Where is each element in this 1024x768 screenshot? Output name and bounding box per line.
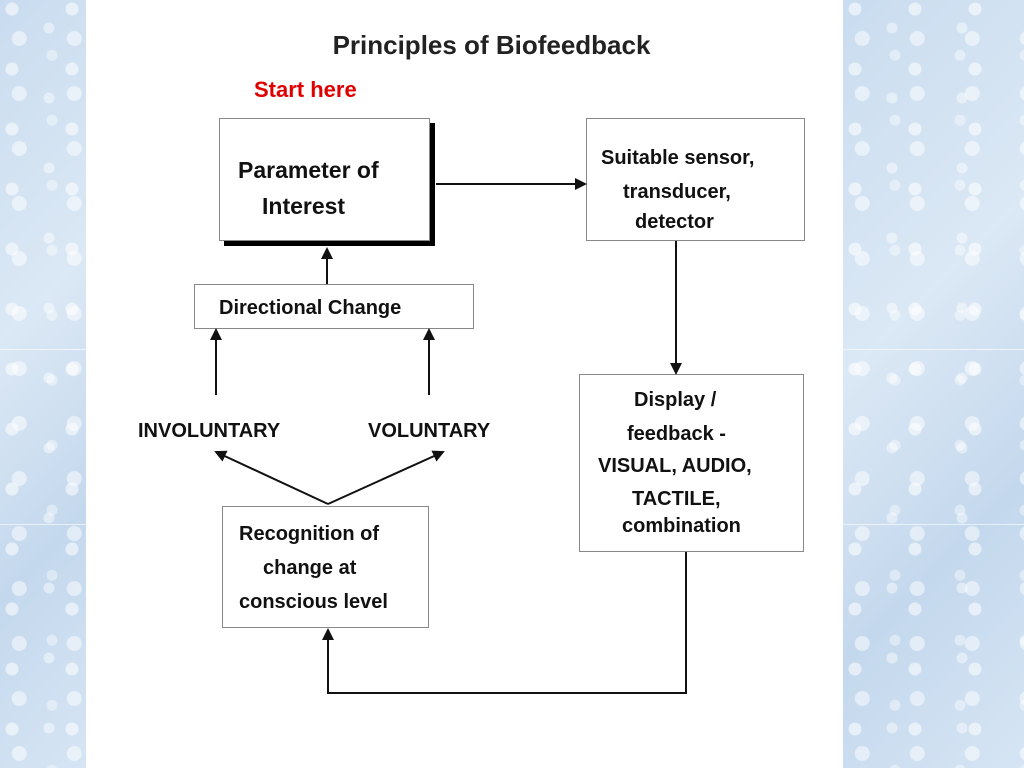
parameter-of-interest-box: Parameter of Interest	[219, 118, 430, 241]
arrow-display-to-recognition	[322, 552, 687, 694]
arrow-recognition-to-voluntary	[327, 450, 445, 505]
node-text: Recognition of	[239, 523, 379, 545]
voluntary-label: VOLUNTARY	[368, 420, 491, 442]
slide-canvas: Principles of Biofeedback Start here Par…	[86, 0, 843, 768]
directional-change-box: Directional Change	[194, 284, 474, 329]
arrow-recognition-to-involuntary	[214, 450, 329, 505]
background-right-panel	[843, 0, 1024, 768]
node-text: change at	[263, 557, 357, 579]
involuntary-label: INVOLUNTARY	[138, 420, 281, 442]
slide-title: Principles of Biofeedback	[332, 30, 651, 60]
node-text: feedback -	[627, 423, 726, 445]
start-here-label: Start here	[254, 77, 357, 102]
node-text: Interest	[262, 193, 346, 219]
node-text: transducer,	[623, 181, 731, 203]
sensor-box: Suitable sensor, transducer, detector	[586, 118, 805, 241]
node-text: Display /	[634, 389, 717, 411]
node-text: TACTILE,	[632, 488, 721, 510]
node-text: Directional Change	[219, 297, 402, 319]
node-text: VISUAL, AUDIO,	[598, 455, 752, 477]
node-text: Suitable sensor,	[601, 147, 755, 169]
background-left-panel	[0, 0, 86, 768]
recognition-box: Recognition of change at conscious level	[222, 506, 429, 628]
node-text: conscious level	[239, 591, 388, 613]
node-text: combination	[622, 515, 741, 537]
display-feedback-box: Display / feedback - VISUAL, AUDIO, TACT…	[579, 374, 804, 552]
node-text: Parameter of	[238, 157, 379, 183]
node-text: detector	[635, 211, 714, 233]
connector-arrows	[210, 178, 687, 694]
